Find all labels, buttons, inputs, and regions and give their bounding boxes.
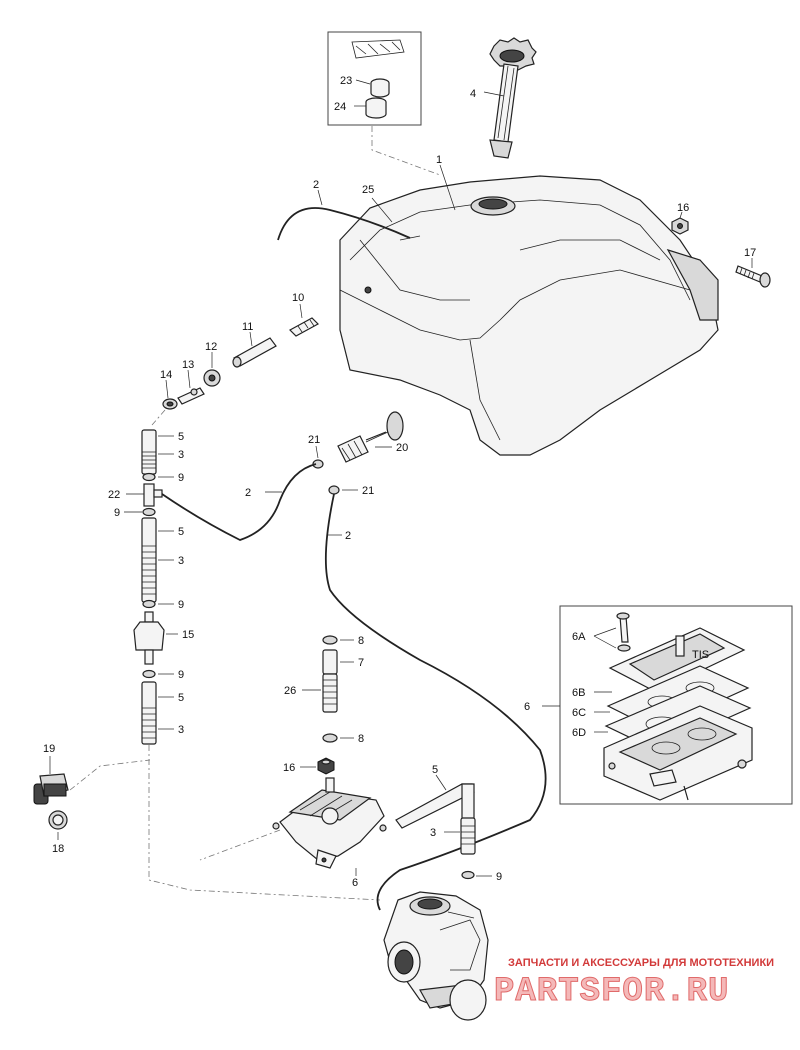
watermark-brand: PARTSFOR.RU [494,973,729,1011]
callout-3-b: 3 [178,555,184,567]
part-12-grommet [203,369,221,387]
part-20-primer [337,411,404,463]
callout-17: 17 [744,247,756,259]
part-19-fuel-pressure-sensor [33,773,69,805]
callout-4: 4 [470,88,476,100]
part-13-nipple [177,387,205,405]
part-9-clamp-a [142,472,156,482]
callout-9-b: 9 [114,507,120,519]
callout-3-d: 3 [430,827,436,839]
callout-8-b: 8 [358,733,364,745]
callout-14: 14 [160,369,172,381]
part-9-clamp-e [461,870,475,880]
carburetor [383,891,489,1021]
part-2-primer-hose-right [324,493,547,911]
part-8-clamp-bottom [322,733,338,743]
part-17-bolt [735,265,771,288]
callout-12: 12 [205,341,217,353]
callout-7: 7 [358,657,364,669]
callout-8-a: 8 [358,635,364,647]
callout-6A: 6A [572,631,586,643]
callout-15: 15 [182,629,194,641]
callout-6D: 6D [572,727,586,739]
callout-9-c: 9 [178,599,184,611]
part-2-primer-hose-left [161,463,317,541]
callout-16-top: 16 [677,202,689,214]
part-9-clamp-d [142,669,156,679]
callout-13: 13 [182,359,194,371]
callout-5-a: 5 [178,431,184,443]
callout-9-d: 9 [178,669,184,681]
callout-5-b: 5 [178,526,184,538]
callout-5-d: 5 [432,764,438,776]
part-4-fuel-level-sender [489,37,537,159]
part-5-hose-upper [141,429,157,475]
part-1-fuel-tank [339,175,719,456]
watermark: ЗАПЧАСТИ И АКСЕССУАРЫ ДЛЯ МОТОТЕХНИКИ PA… [494,957,775,1012]
part-6-pump-body [603,705,753,801]
part-6B-pump-cover: TIS [608,627,746,693]
part-2-vent-hose-top [277,207,411,241]
part-18-o-ring [48,810,68,830]
part-9-clamp-c [142,599,156,609]
callout-6B: 6B [572,687,585,699]
callout-6C: 6C [572,707,586,719]
part-23-grommet [370,78,390,98]
callout-10: 10 [292,292,304,304]
callout-11: 11 [242,321,253,333]
callout-9-a: 9 [178,472,184,484]
callout-2-right: 2 [345,530,351,542]
part-10-fitting [289,317,319,337]
part-3-hose-carb [460,817,476,855]
part-16-nut-mid [317,757,335,775]
part-22-tee-fitting [143,483,163,507]
callout-6-inset: 6 [524,701,530,713]
watermark-tagline: ЗАПЧАСТИ И АКСЕССУАРЫ ДЛЯ МОТОТЕХНИКИ [508,957,774,969]
callout-21-a: 21 [308,434,320,446]
callout-1: 1 [436,154,442,166]
callout-21-b: 21 [362,485,374,497]
callout-3-a: 3 [178,449,184,461]
part-8-clamp-top [322,635,338,645]
callout-20: 20 [396,442,408,454]
callout-24: 24 [334,101,346,113]
callout-18: 18 [52,843,64,855]
part-16-nut-top [671,217,689,235]
callout-2-mid: 2 [245,487,251,499]
callout-16-mid: 16 [283,762,295,774]
callout-25: 25 [362,184,374,196]
callout-5-c: 5 [178,692,184,704]
part-9-clamp-b [142,507,156,517]
callout-19: 19 [43,743,55,755]
callout-6-mid: 6 [352,877,358,889]
part-15-fuel-filter [133,611,165,665]
svg-text:TIS: TIS [692,649,709,661]
part-5-hose-mid [141,517,157,603]
part-6A-screw [616,612,631,652]
part-11-tube [232,337,277,368]
part-5-elbow-hose [395,783,475,829]
part-14-clamp [162,398,178,410]
callout-23: 23 [340,75,352,87]
part-7-hose [322,649,338,675]
part-mesh-strainer [351,39,405,59]
callout-3-c: 3 [178,724,184,736]
part-5-hose-lower [141,681,157,745]
callout-2-top: 2 [313,179,319,191]
part-6-fuel-pump [272,777,387,869]
part-26-hose-segment [322,673,338,713]
part-21-clamp-b [328,485,340,495]
part-24-bushing [365,97,387,119]
callout-26: 26 [284,685,296,697]
callout-9-e: 9 [496,871,502,883]
callout-22: 22 [108,489,120,501]
